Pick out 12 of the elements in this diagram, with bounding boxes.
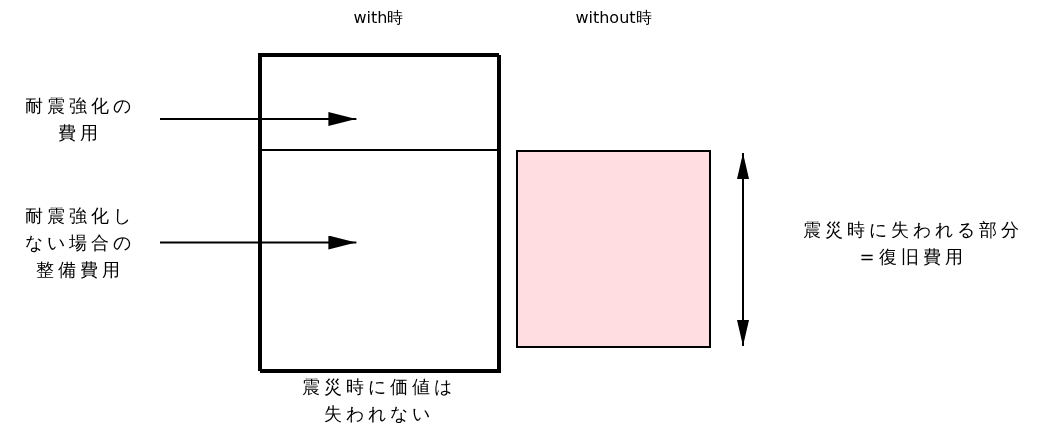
loss-box	[516, 150, 711, 348]
arrow	[159, 235, 358, 250]
column-heading: without時	[574, 8, 653, 28]
arrow	[159, 112, 358, 126]
annotation-text: 耐震強化の費用	[20, 92, 140, 146]
value-note: 震災時に価値は失われない	[300, 375, 457, 423]
cost-section-box	[260, 55, 501, 151]
column-heading: with時	[352, 8, 405, 28]
cost-section-box	[260, 149, 501, 373]
annotation-text: 耐震強化しない場合の整備費用	[20, 202, 140, 283]
loss-label: 震災時に失われる部分=復旧費用	[802, 218, 1024, 269]
with-column-box	[258, 53, 499, 371]
